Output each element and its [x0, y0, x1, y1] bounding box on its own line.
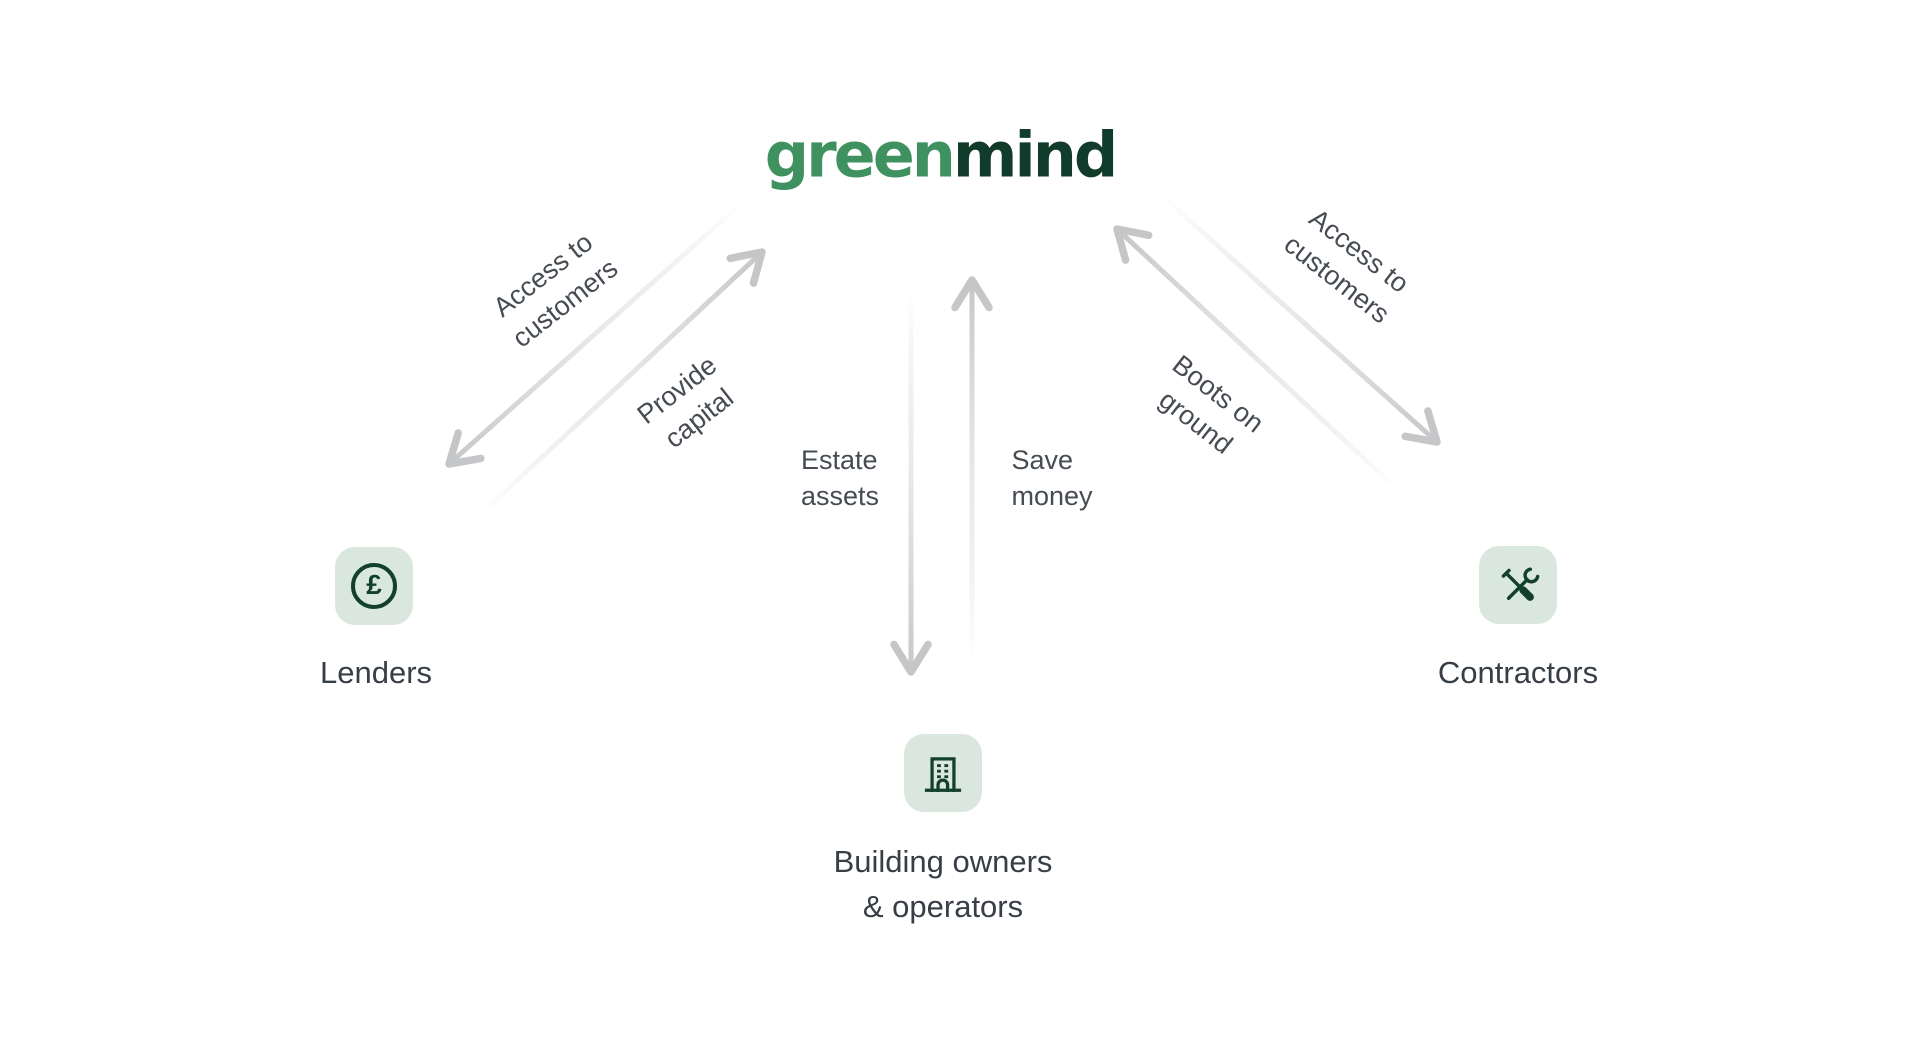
- arrow-provide-capital: [477, 248, 766, 518]
- pound-circle-icon: £: [351, 563, 397, 609]
- building-owners-label-line2: & operators: [862, 889, 1024, 924]
- contractors-label: Contractors: [1437, 655, 1599, 690]
- tools-icon: [1501, 567, 1540, 601]
- greenmind-logo: greenmind: [764, 118, 1119, 192]
- building-icon: [924, 757, 962, 792]
- edge-label-line: money: [1011, 481, 1093, 511]
- building-owners-label: Building owners & operators: [834, 839, 1053, 929]
- edge-label-line: Save: [1011, 445, 1074, 475]
- logo-text-mind: mind: [952, 118, 1118, 192]
- edge-label-estate-assets: Estate assets: [801, 442, 879, 514]
- edge-label-line: Estate: [800, 445, 878, 475]
- logo-text-green: green: [764, 118, 956, 192]
- building-owners-icon-box: [904, 734, 982, 812]
- arrow-access-to-customers-right: [1159, 193, 1441, 446]
- arrow-access-to-customers-left: [445, 200, 745, 468]
- contractors-icon-box: [1479, 546, 1557, 624]
- lenders-label: Lenders: [319, 655, 433, 690]
- edge-label-line: assets: [800, 481, 880, 511]
- building-owners-label-line1: Building owners: [833, 844, 1053, 879]
- lenders-icon-box: £: [335, 547, 413, 625]
- arrow-boots-on-ground: [1113, 225, 1401, 493]
- edge-label-save-money: Save money: [1011, 442, 1092, 514]
